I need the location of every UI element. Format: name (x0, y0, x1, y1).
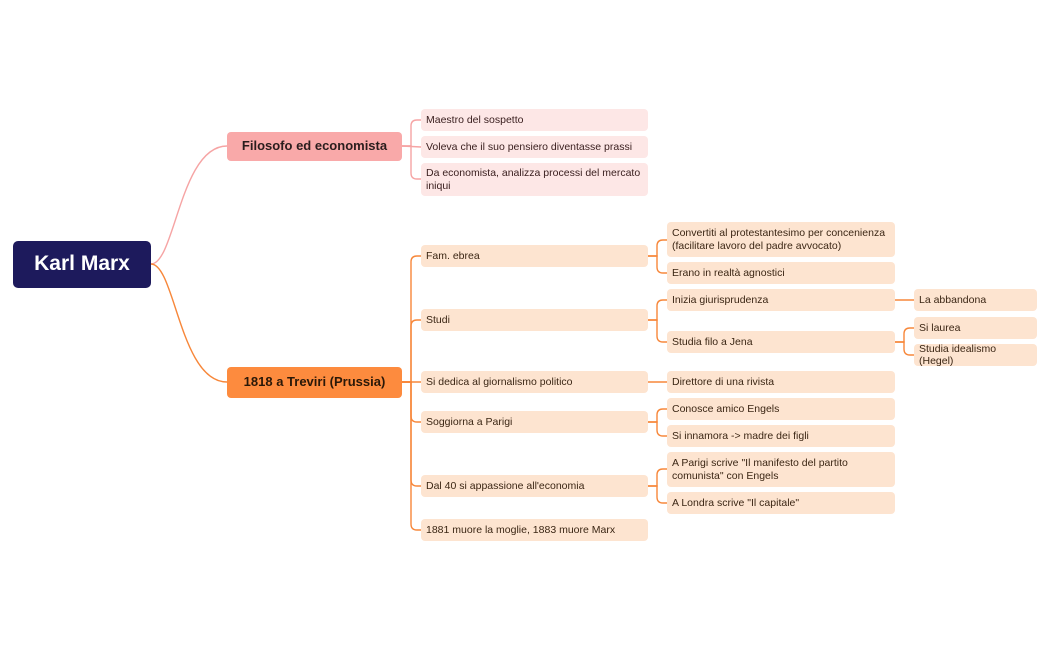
node-giornalismo-politico[interactable]: Si dedica al giornalismo politico (421, 371, 648, 393)
link-root-branch-2 (150, 263, 228, 383)
node-direttore-rivista[interactable]: Direttore di una rivista (667, 371, 895, 393)
branch-1818-treviri[interactable]: 1818 a Treviri (Prussia) (227, 367, 402, 398)
link-branch-1-child-2 (402, 145, 421, 180)
node-studi[interactable]: Studi (421, 309, 648, 331)
node-label: Conosce amico Engels (672, 402, 780, 415)
node-label: 1881 muore la moglie, 1883 muore Marx (426, 523, 616, 536)
link-studi-child-1 (648, 319, 667, 343)
node-il-capitale[interactable]: A Londra scrive "Il capitale" (667, 492, 895, 514)
branch-label: 1818 a Treviri (Prussia) (243, 374, 386, 390)
node-label: Fam. ebrea (426, 249, 480, 262)
node-label: Convertiti al protestantesimo per concen… (672, 227, 886, 252)
link-economia-child-0 (648, 468, 667, 487)
node-giurisprudenza[interactable]: Inizia giurisprudenza (667, 289, 895, 311)
node-maestro-del-sospetto[interactable]: Maestro del sospetto (421, 109, 648, 131)
node-label: Direttore di una rivista (672, 375, 775, 388)
link-branch-1-child-0 (402, 119, 421, 147)
link-studi-child-0 (648, 299, 667, 321)
node-label: Si dedica al giornalismo politico (426, 375, 573, 388)
node-economia[interactable]: Dal 40 si appassione all'economia (421, 475, 648, 497)
link-parigi-child-1 (648, 421, 667, 437)
node-agnostici[interactable]: Erano in realtà agnostici (667, 262, 895, 284)
node-label: Si laurea (919, 321, 961, 334)
node-manifesto[interactable]: A Parigi scrive "Il manifesto del partit… (667, 452, 895, 487)
node-label: A Parigi scrive "Il manifesto del partit… (672, 457, 848, 482)
link-branch-2-child-4 (402, 381, 421, 487)
link-branch-2-child-1 (402, 319, 421, 383)
node-studia-idealismo[interactable]: Studia idealismo (Hegel) (914, 342, 1037, 367)
node-label: Maestro del sospetto (426, 113, 524, 126)
node-pensiero-prassi[interactable]: Voleva che il suo pensiero diventasse pr… (421, 136, 648, 158)
node-label: Studi (426, 313, 450, 326)
node-label: Studia filo a Jena (672, 335, 753, 348)
link-branch-2-child-5 (402, 381, 421, 531)
link-economia-child-1 (648, 485, 667, 504)
branch-label: Filosofo ed economista (241, 138, 388, 154)
node-convertiti-protestantesimo[interactable]: Convertiti al protestantesimo per concen… (667, 222, 895, 257)
link-branch-1-child-1 (401, 145, 422, 148)
link-jena-child-0 (895, 327, 914, 343)
link-branch-2-child-0 (402, 255, 421, 383)
node-madre-dei-figli[interactable]: Si innamora -> madre dei figli (667, 425, 895, 447)
node-label: Studia idealismo (Hegel) (919, 342, 997, 367)
link-fam-ebrea-child-1 (648, 255, 667, 274)
root-label: Karl Marx (34, 252, 130, 276)
node-amico-engels[interactable]: Conosce amico Engels (667, 398, 895, 420)
node-label: Da economista, analizza processi del mer… (426, 167, 641, 192)
node-label: A Londra scrive "Il capitale" (672, 496, 800, 509)
node-la-abbandona[interactable]: La abbandona (914, 289, 1037, 311)
node-label: Voleva che il suo pensiero diventasse pr… (426, 140, 633, 153)
node-studia-filo-jena[interactable]: Studia filo a Jena (667, 331, 895, 353)
link-branch-2-child-3 (402, 381, 421, 423)
node-soggiorna-parigi[interactable]: Soggiorna a Parigi (421, 411, 648, 433)
node-label: Soggiorna a Parigi (426, 415, 513, 428)
node-fam-ebrea[interactable]: Fam. ebrea (421, 245, 648, 267)
root-node[interactable]: Karl Marx (13, 241, 151, 288)
node-label: La abbandona (919, 293, 987, 306)
node-muore-marx[interactable]: 1881 muore la moglie, 1883 muore Marx (421, 519, 648, 541)
node-label: Erano in realtà agnostici (672, 266, 785, 279)
link-parigi-child-0 (648, 408, 667, 423)
link-fam-ebrea-child-0 (648, 239, 667, 257)
node-mercato-iniqui[interactable]: Da economista, analizza processi del mer… (421, 163, 648, 196)
node-label: Dal 40 si appassione all'economia (426, 479, 585, 492)
link-jena-child-1 (895, 341, 914, 356)
node-label: Inizia giurisprudenza (672, 293, 769, 306)
branch-filosofo-ed-economista[interactable]: Filosofo ed economista (227, 132, 402, 161)
node-si-laurea[interactable]: Si laurea (914, 317, 1037, 339)
node-label: Si innamora -> madre dei figli (672, 429, 809, 442)
link-root-branch-1 (150, 145, 228, 265)
